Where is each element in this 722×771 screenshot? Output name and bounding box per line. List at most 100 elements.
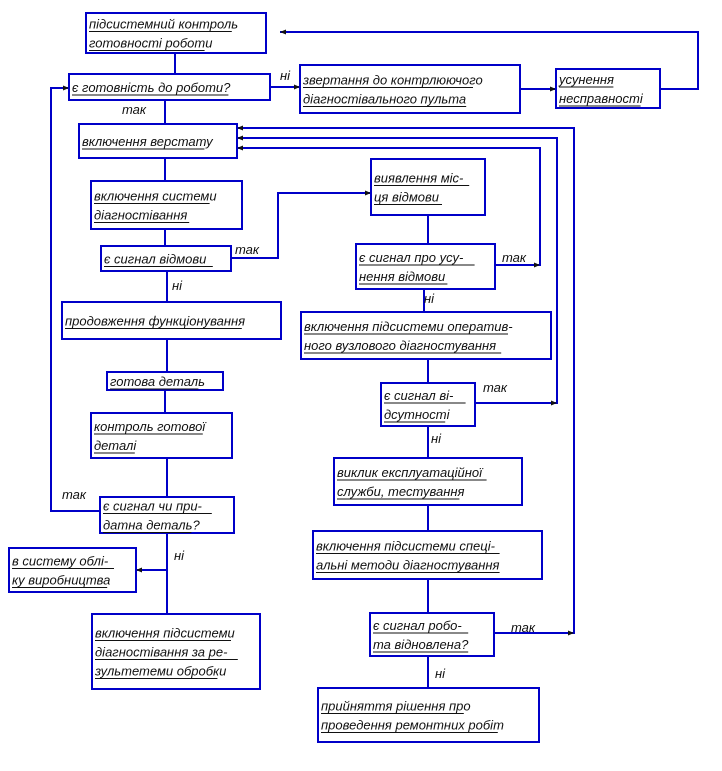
node-line: діагностівання за ре- [95, 645, 228, 660]
edge-label-l_ni6: ні [435, 666, 446, 681]
node-line: дсутності [384, 407, 451, 422]
node-box [369, 612, 495, 657]
node-line: включення системи [94, 189, 217, 204]
node-line: є сигнал робо- [373, 618, 462, 633]
arrowhead [63, 85, 69, 91]
edge-label-l_ni5: ні [174, 548, 185, 563]
arrowhead [534, 262, 540, 268]
node-line: підсистемний контроль [89, 17, 238, 32]
edge-label-l_ni2: ні [172, 278, 183, 293]
node-line: є сигнал ві- [384, 388, 454, 403]
arrowhead [280, 29, 286, 35]
node-box [312, 530, 543, 580]
edge-label-l_tak4: так [502, 250, 527, 265]
node-box [106, 371, 224, 391]
node-line: діагностівального пульта [303, 92, 466, 107]
node-box [78, 123, 238, 159]
edge-label-l_tak3: так [62, 487, 87, 502]
node-line: в систему облі- [12, 554, 109, 569]
node-n7: є сигнал відмови [100, 245, 232, 272]
node-n11: є сигнал чи при-датна деталь? [99, 496, 235, 534]
node-line: готова деталь [110, 374, 205, 389]
node-line: звертання до контрлюючого [302, 73, 483, 88]
node-line: виявлення міс- [374, 171, 464, 186]
node-line: ця відмови [374, 190, 439, 205]
node-box [8, 547, 137, 593]
node-box [380, 382, 476, 427]
node-n20: є сигнал робо-та відновлена? [369, 612, 495, 657]
node-line: усунення [558, 72, 614, 87]
node-n6: включення системи діагностівання [90, 180, 243, 230]
node-box [300, 311, 552, 360]
node-box [355, 243, 496, 290]
node-line: є готовність до роботи? [72, 80, 231, 95]
arrowhead [237, 145, 243, 151]
node-line: зультетеми обробки [94, 664, 226, 679]
connectors [50, 31, 699, 688]
node-box [68, 73, 271, 101]
arrowhead [294, 84, 300, 90]
node-box [317, 687, 540, 743]
node-line: датна деталь? [103, 518, 200, 533]
node-line: прийняття рішення про [321, 699, 471, 714]
edge-n11-n2 [50, 87, 100, 512]
arrowhead [237, 125, 243, 131]
edge-label-l_tak6: так [511, 620, 536, 635]
node-box [91, 613, 261, 690]
node-n19: включення підсистеми спеці-альні методи … [312, 530, 543, 580]
edge-n17-n5 [237, 137, 558, 404]
node-box [299, 64, 521, 114]
edge-label-l_ni1: ні [280, 68, 291, 83]
node-line: нення відмови [359, 269, 445, 284]
node-line: діагностівання [94, 208, 187, 223]
node-n3: звертання до контрлюючого діагностівально… [299, 64, 521, 114]
edge-label-l_tak2: так [235, 242, 260, 257]
node-line: є сигнал чи при- [103, 499, 203, 514]
node-box [333, 457, 523, 506]
arrowhead [568, 630, 574, 636]
node-line: контроль готової [94, 419, 207, 434]
node-line: включення верстату [82, 134, 214, 149]
node-line: є сигнал відмови [104, 252, 206, 267]
arrowhead [550, 86, 556, 92]
node-line: є сигнал про усу- [359, 250, 464, 265]
node-line: та відновлена? [373, 637, 469, 652]
node-box [61, 301, 282, 340]
node-box [99, 496, 235, 534]
node-line: ного вузлового діагностування [304, 338, 496, 353]
node-line: проведення ремонтних робіт [321, 718, 504, 733]
node-n17: є сигнал ві-дсутності [380, 382, 476, 427]
node-line: деталі [94, 438, 137, 453]
edge-label-l_tak1: так [122, 102, 147, 117]
edge-n20-n5 [237, 127, 575, 634]
node-line: несправності [559, 91, 644, 106]
node-n2: є готовність до роботи? [68, 73, 271, 101]
edge-n7-n14 [231, 192, 371, 259]
node-box [90, 180, 243, 230]
arrowhead [237, 135, 243, 141]
node-n5: включення верстату [78, 123, 238, 159]
node-line: служби, тестування [337, 484, 465, 499]
node-line: включення підсистеми оператив- [304, 319, 513, 334]
node-line: включення підсистеми спеці- [316, 539, 496, 554]
edge-n15-n5 [237, 147, 541, 266]
node-line: включення підсистеми [95, 626, 235, 641]
node-box [90, 412, 233, 459]
node-n13: включення підсистеми діагностівання за ре… [91, 613, 261, 690]
node-n4: усунення несправності [555, 68, 661, 109]
node-n9: готова деталь [106, 371, 224, 391]
node-n15: є сигнал про усу-нення відмови [355, 243, 496, 290]
edge-label-l_ni4: ні [431, 431, 442, 446]
node-box [555, 68, 661, 109]
node-n21: прийняття рішення про проведення ремонтни… [317, 687, 540, 743]
arrowhead [551, 400, 557, 406]
arrowhead [136, 567, 142, 573]
edge-n4-n1 [280, 31, 699, 90]
node-n14: виявлення міс-ця відмови [370, 158, 486, 216]
node-n16: включення підсистеми оператив-ного вузло… [300, 311, 552, 360]
